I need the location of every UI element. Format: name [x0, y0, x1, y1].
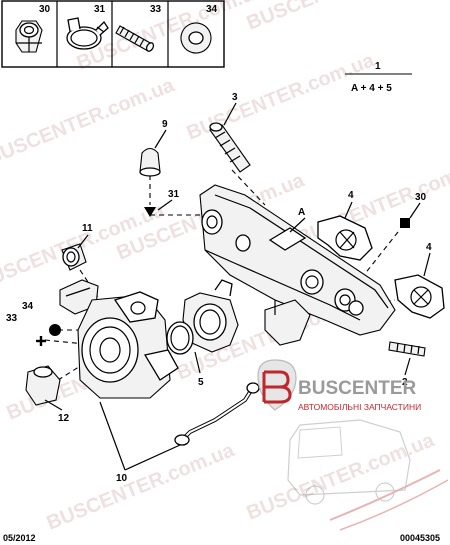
callout-label: 4 — [426, 242, 432, 253]
footer-code: 00045305 — [400, 533, 440, 543]
arrow-marker-icon — [144, 207, 156, 217]
watermark-text: BUSCENTER.com.ua — [244, 0, 439, 35]
nut-icon — [15, 20, 43, 53]
callout-label: 34 — [22, 301, 34, 312]
seal-dot-icon — [49, 324, 61, 336]
cable-part — [174, 382, 260, 446]
gasket-part — [317, 215, 373, 261]
hose-clamp-icon — [66, 17, 109, 50]
spacer-part — [166, 279, 239, 355]
callout-label: 12 — [58, 413, 70, 424]
legend-number: 31 — [94, 4, 106, 15]
callout-label: 9 — [162, 119, 168, 130]
callout-label: 2 — [402, 377, 408, 388]
callout-labels: 3 9 31 A 4 30 4 11 34 33 5 2 12 10 — [6, 92, 432, 484]
van-illustration — [287, 419, 449, 531]
assembly-number: 1 — [375, 61, 381, 72]
washer-icon — [180, 22, 212, 54]
callout-leaders — [44, 102, 431, 471]
square-marker-icon — [400, 218, 410, 228]
stud-screw-icon — [115, 25, 155, 52]
gasket-part — [394, 274, 445, 319]
callout-label: 33 — [6, 313, 18, 324]
parts-legend: 30 31 33 34 — [1, 0, 225, 68]
intake-manifold — [199, 184, 396, 346]
cap-part — [139, 147, 161, 177]
watermark-text: BUSCENTER.com.ua — [44, 439, 239, 535]
plus-marker-icon — [36, 336, 46, 346]
legend-number: 34 — [206, 4, 218, 15]
connector-part — [25, 365, 61, 406]
legend-number: 33 — [150, 4, 162, 15]
logo-name: BUSCENTER — [298, 378, 417, 399]
callout-label: 3 — [232, 92, 238, 103]
callout-label: 5 — [198, 377, 204, 388]
stud-bolt-part — [388, 341, 426, 357]
assembly-parts: A + 4 + 5 — [351, 83, 392, 94]
callout-label: 10 — [116, 473, 128, 484]
callout-label: 30 — [415, 192, 427, 203]
callout-label: 31 — [168, 189, 180, 200]
assembly-formula: 1 A + 4 + 5 — [345, 61, 412, 94]
callout-label: 4 — [348, 190, 354, 201]
callout-label: A — [298, 207, 305, 218]
footer-date: 05/2012 — [3, 533, 36, 543]
buscenter-logo: BUSCENTER АВТОМОБІЛЬНІ ЗАПЧАСТИНИ — [257, 359, 449, 531]
logo-tagline: АВТОМОБІЛЬНІ ЗАПЧАСТИНИ — [298, 402, 421, 412]
watermark-text: BUSCENTER.com.ua — [294, 154, 450, 250]
throttle-body — [77, 291, 179, 399]
legend-number: 30 — [39, 4, 51, 15]
callout-label: 11 — [82, 223, 93, 234]
sleeve-part — [61, 243, 87, 271]
stud-part — [209, 122, 251, 173]
